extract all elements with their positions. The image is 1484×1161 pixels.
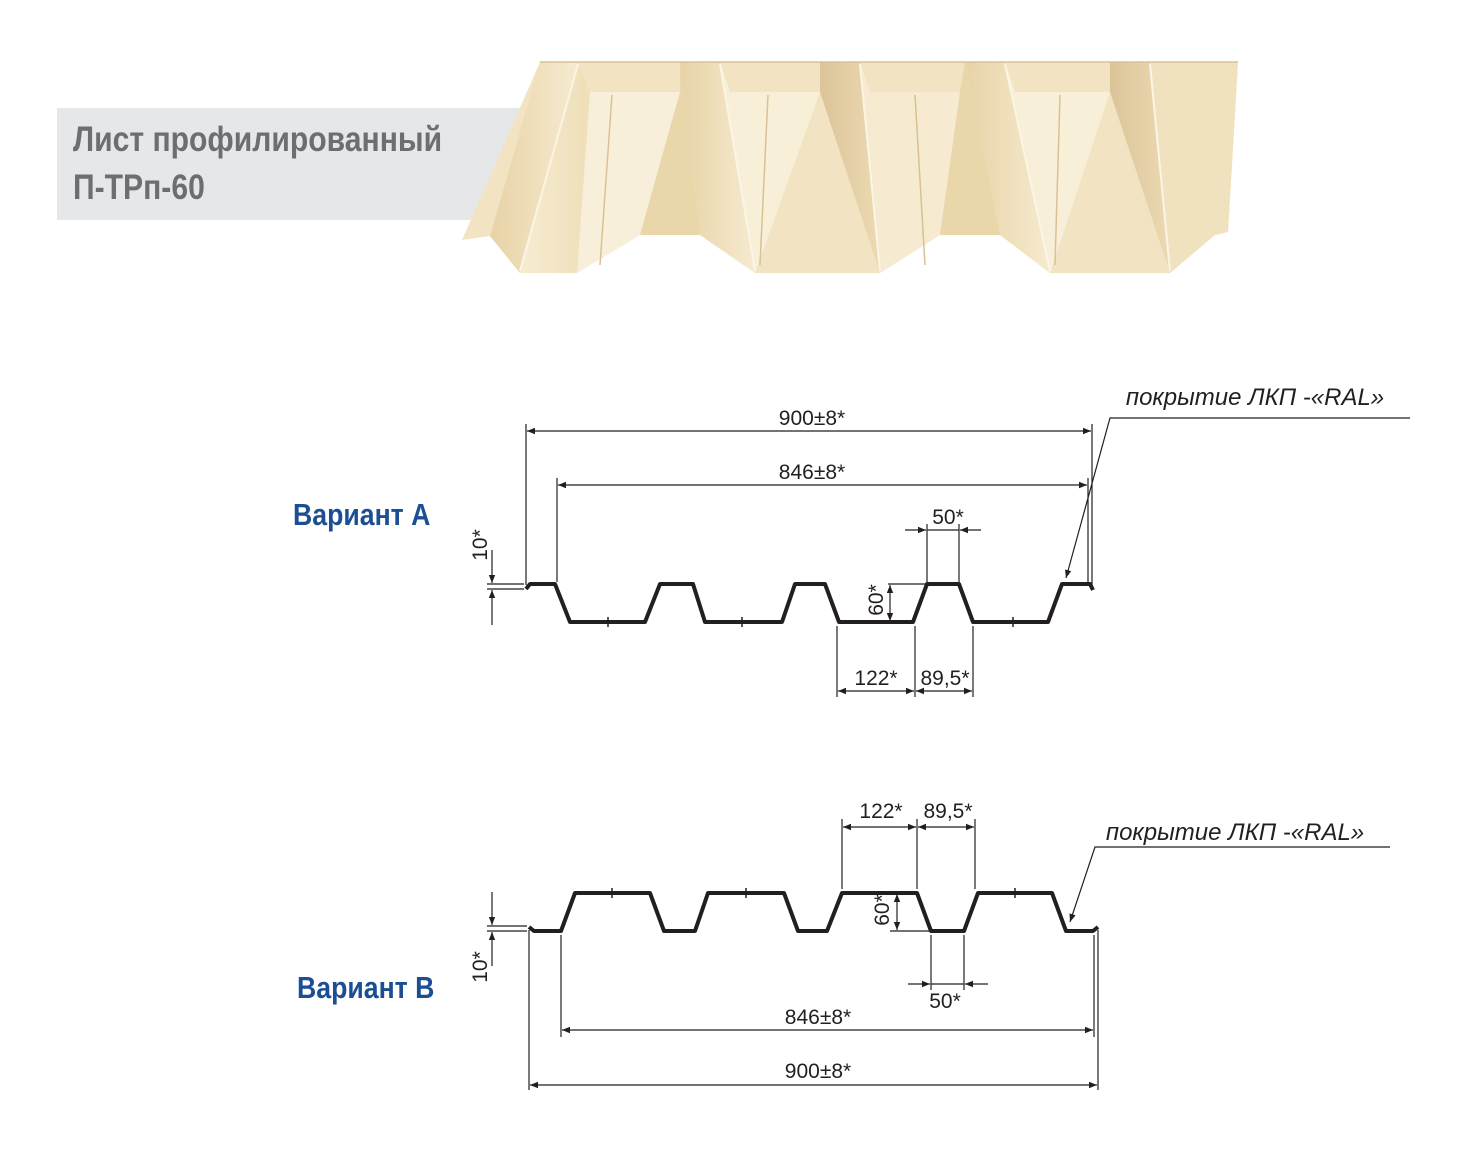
variant-a-dim-pitch-a: 122* — [854, 667, 897, 690]
variant-a-dim-edge: 10* — [469, 529, 492, 561]
variant-a-dim-pitch-b: 89,5* — [920, 667, 969, 690]
variant-b-dim-useful: 846±8* — [785, 1006, 851, 1029]
variant-a-label: Вариант A — [293, 497, 431, 532]
variant-a-dim-top: 50* — [932, 506, 964, 529]
variant-b-dim-bottom: 50* — [929, 990, 961, 1013]
variant-a-coating-note: покрытие ЛКП -«RAL» — [1126, 384, 1384, 411]
variant-b-dim-edge: 10* — [469, 951, 492, 983]
variant-a-dim-total: 900±8* — [779, 407, 845, 430]
variant-b-dim-pitch-a: 122* — [859, 800, 902, 823]
sheet-body — [462, 61, 1238, 273]
variant-b-drawing: 122* 89,5* 50* 846±8* 900±8* 60* 10* пок… — [469, 800, 1390, 1090]
variant-b-dim-pitch-b: 89,5* — [923, 800, 972, 823]
variant-b-label: Вариант B — [297, 970, 435, 1005]
variant-a-profile — [524, 582, 1095, 624]
variant-a-drawing: 900±8* 846±8* 50* 122* 89,5* 60* 10* пок… — [469, 384, 1410, 697]
title-line-1: Лист профилированный — [73, 120, 443, 159]
variant-b-profile — [527, 891, 1100, 933]
variant-a-dim-useful: 846±8* — [779, 461, 845, 484]
title-line-2: П-ТРп-60 — [73, 168, 205, 207]
variant-b-coating-note: покрытие ЛКП -«RAL» — [1106, 819, 1364, 846]
variant-a-dim-height: 60* — [865, 584, 888, 616]
variant-b-dim-height: 60* — [871, 894, 894, 926]
variant-b-dim-total: 900±8* — [785, 1060, 851, 1083]
